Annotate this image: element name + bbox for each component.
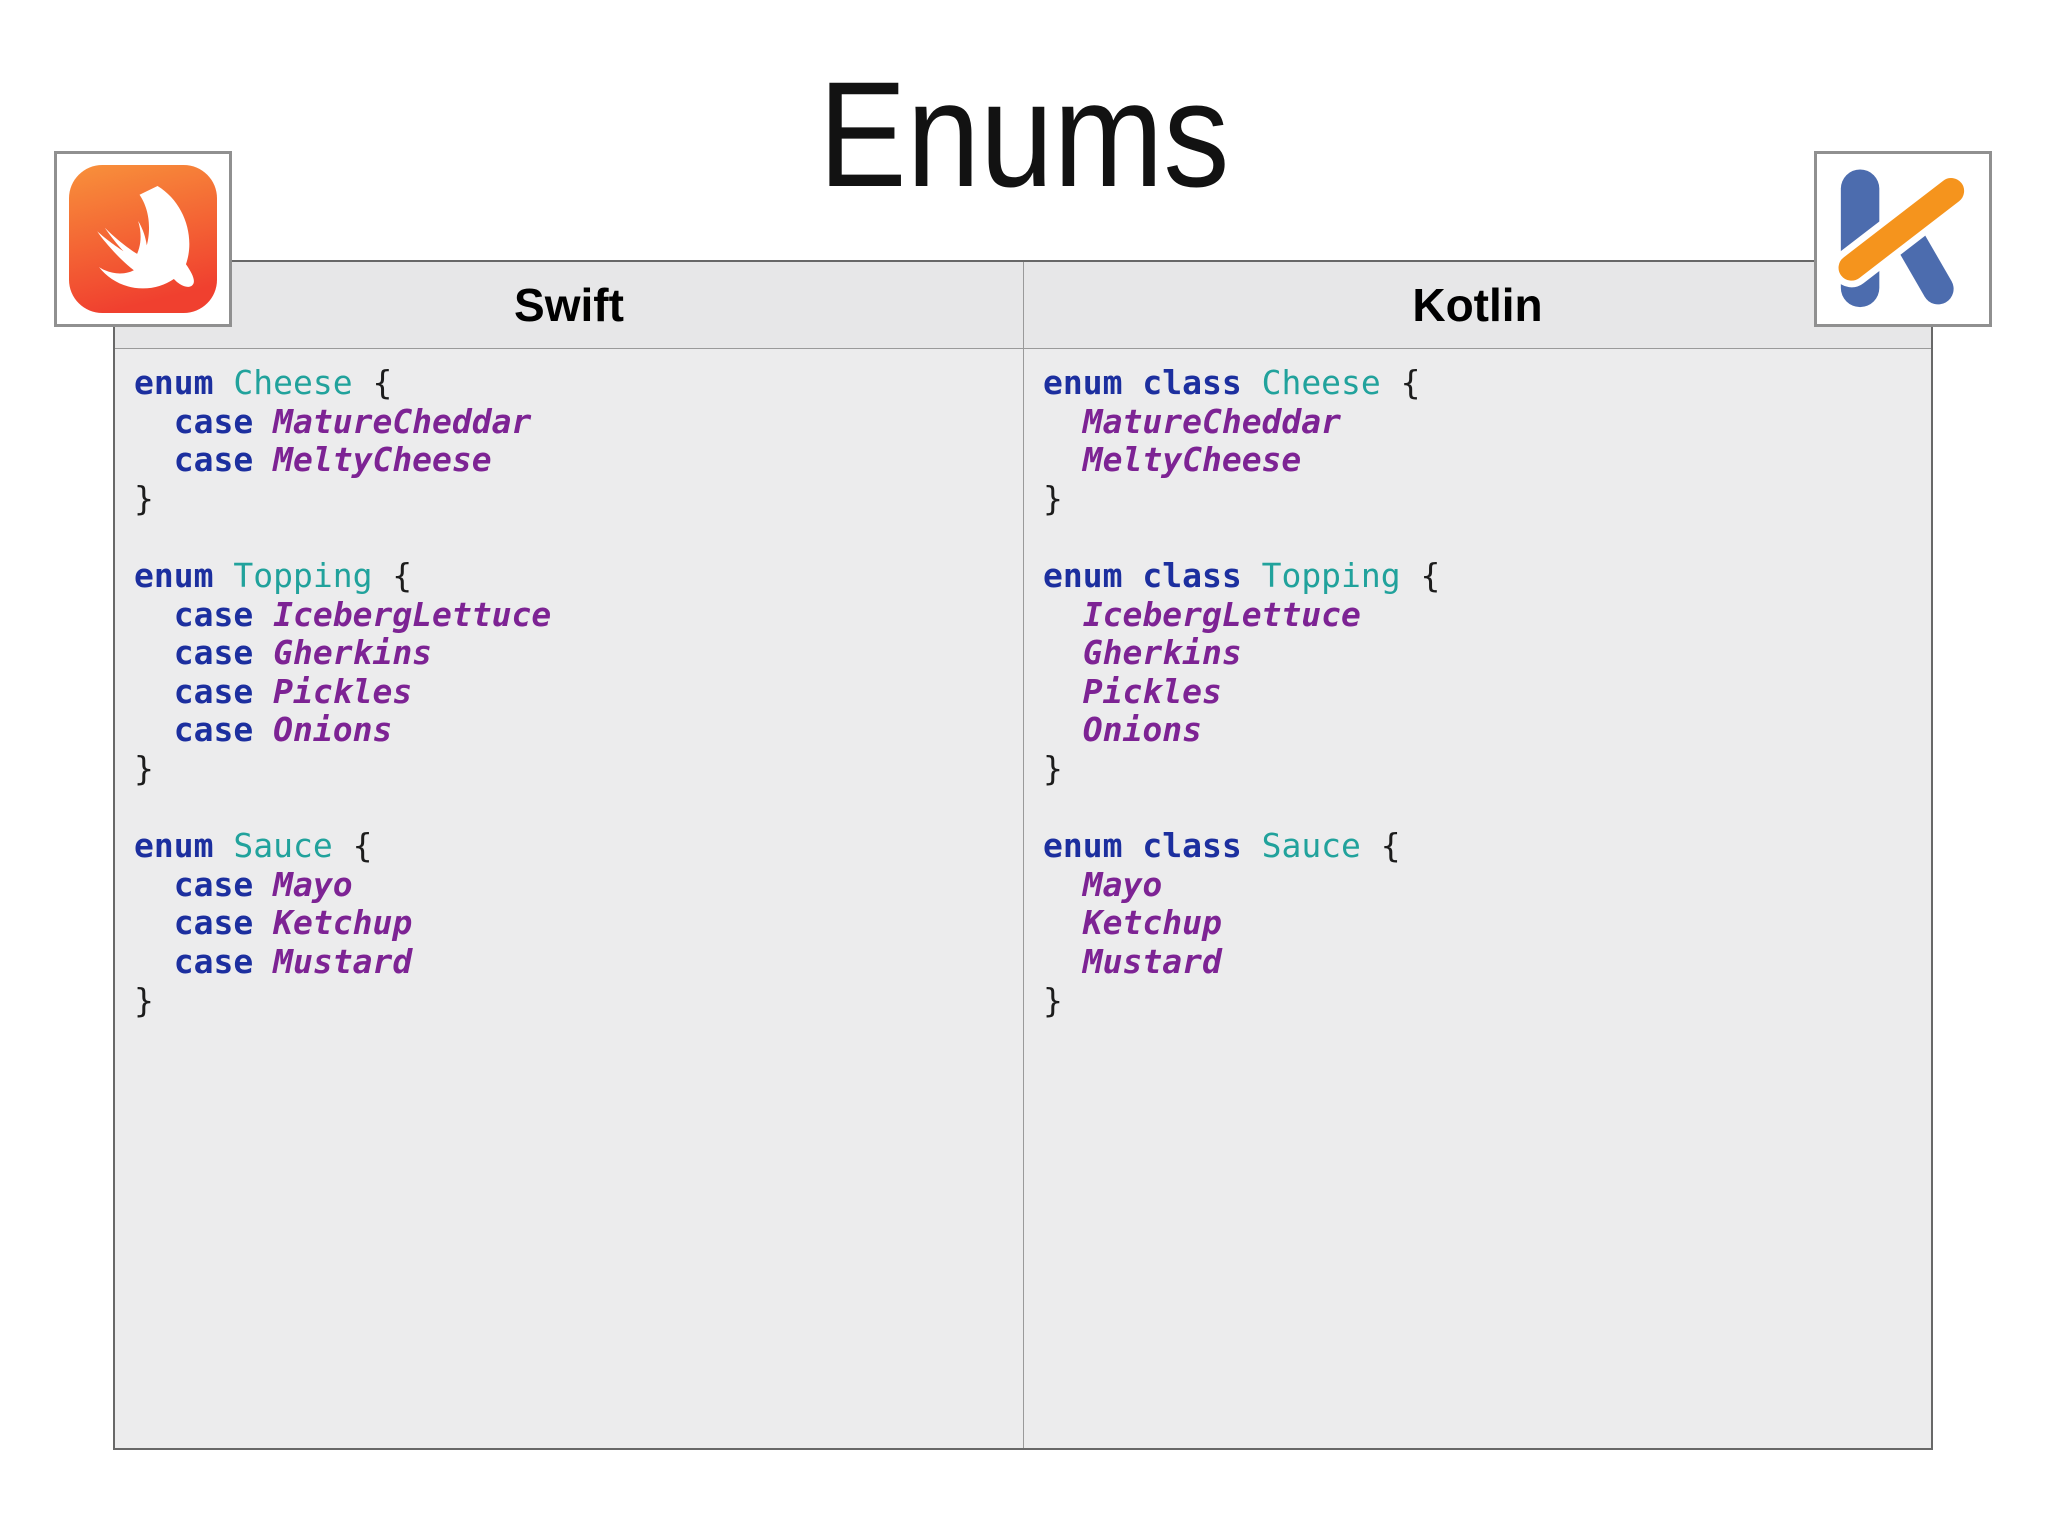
page-title: Enums — [818, 50, 1230, 218]
code-line: MatureCheddar — [1082, 401, 1342, 441]
code-line: case Mayo — [173, 864, 353, 904]
code-line: } — [1043, 748, 1063, 788]
code-line: case Ketchup — [173, 903, 413, 943]
code-line: } — [1043, 980, 1063, 1020]
code-line: } — [134, 748, 154, 788]
swift-column: Swift enum Cheese { case MatureCheddar c… — [115, 262, 1023, 1448]
code-line: case MeltyCheese — [173, 440, 492, 480]
code-line: enum Cheese { — [134, 363, 393, 402]
code-line: enum class Sauce { — [1043, 826, 1401, 866]
code-line: case Mustard — [173, 941, 413, 981]
code-line — [134, 518, 1023, 557]
swift-logo-box — [54, 151, 232, 327]
code-line: MeltyCheese — [1082, 440, 1302, 480]
swift-column-header: Swift — [115, 262, 1023, 349]
code-line: case IcebergLettuce — [173, 594, 552, 634]
code-line — [1043, 518, 1931, 557]
swift-code-block: enum Cheese { case MatureCheddar case Me… — [115, 349, 1023, 1020]
kotlin-logo-box — [1814, 151, 1992, 327]
code-line: case Onions — [173, 710, 393, 750]
code-line: Pickles — [1082, 671, 1222, 711]
code-line: } — [1043, 478, 1063, 518]
code-line — [1043, 789, 1931, 828]
comparison-table: Swift enum Cheese { case MatureCheddar c… — [113, 260, 1933, 1450]
code-line: Gherkins — [1082, 633, 1242, 673]
code-line: IcebergLettuce — [1082, 594, 1361, 634]
kotlin-column-header: Kotlin — [1024, 262, 1931, 349]
code-line: } — [134, 478, 154, 518]
swift-logo-icon — [69, 165, 217, 313]
kotlin-code-block: enum class Cheese { MatureCheddar MeltyC… — [1024, 349, 1931, 1020]
code-line: enum class Topping { — [1043, 555, 1441, 595]
kotlin-logo-icon — [1831, 169, 1971, 308]
code-line: Mayo — [1082, 864, 1163, 904]
code-line: Mustard — [1082, 941, 1222, 981]
code-line: } — [134, 980, 154, 1020]
code-line: enum class Cheese { — [1043, 363, 1421, 402]
code-line: case MatureCheddar — [173, 401, 532, 441]
code-line: Onions — [1082, 710, 1202, 750]
code-line: Ketchup — [1082, 903, 1222, 943]
code-line: case Pickles — [173, 671, 413, 711]
code-line: enum Topping { — [134, 555, 413, 595]
code-line: case Gherkins — [173, 633, 433, 673]
code-line — [134, 789, 1023, 828]
code-line: enum Sauce { — [134, 826, 373, 866]
kotlin-column: Kotlin enum class Cheese { MatureCheddar… — [1023, 262, 1931, 1448]
